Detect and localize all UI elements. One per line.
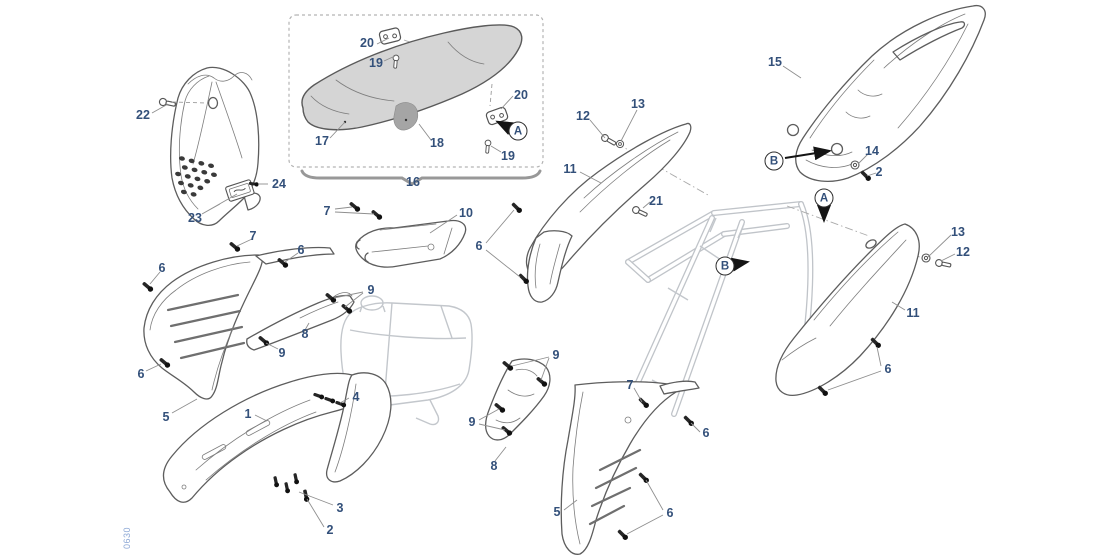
callout-5: 5 [553,505,561,519]
callout-24: 24 [272,177,286,191]
headlight-mask [170,66,261,226]
callout-3: 3 [336,501,344,515]
right-side-panel-11 [775,223,920,397]
callout-18: 18 [430,136,444,150]
callout-20: 20 [514,88,528,102]
callout-6: 6 [702,426,710,440]
callout-7: 7 [323,204,331,218]
leader-lines [145,37,956,535]
callout-8: 8 [490,459,498,473]
callout-6: 6 [666,506,674,520]
view-marker-A: A [508,121,528,141]
callout-6: 6 [475,239,483,253]
callout-7: 7 [249,229,257,243]
callout-14: 14 [865,144,879,158]
callout-2: 2 [875,165,883,179]
callout-9: 9 [552,348,560,362]
callout-6: 6 [884,362,892,376]
left-radiator-shroud-5 [143,246,335,400]
callout-11: 11 [906,306,920,320]
callout-9: 9 [468,415,476,429]
mask-grille [175,156,217,197]
callout-20: 20 [360,36,374,50]
view-marker-A: A [814,188,834,208]
callout-7: 7 [626,378,634,392]
callout-9: 9 [367,283,375,297]
callout-5: 5 [162,410,170,424]
callout-6: 6 [137,367,145,381]
callout-22: 22 [136,108,150,122]
callout-9: 9 [278,346,286,360]
left-side-panel-11 [525,122,692,303]
callout-6: 6 [158,261,166,275]
badge-23 [225,179,255,202]
callout-4: 4 [352,390,360,404]
rear-fender-15 [786,4,986,183]
seat-front-brace-10 [355,219,467,268]
front-fender-1 [162,372,392,503]
callout-11: 11 [563,162,577,176]
callout-19: 19 [501,149,515,163]
callout-16: 16 [406,175,420,189]
callout-12: 12 [576,109,590,123]
callout-19: 19 [369,56,383,70]
callout-1: 1 [244,407,252,421]
view-arrows [495,120,832,272]
callout-21: 21 [649,194,663,208]
callout-15: 15 [768,55,782,69]
callout-12: 12 [956,245,970,259]
drawing-number-watermark: 0630 [122,526,132,549]
callout-13: 13 [631,97,645,111]
callout-2: 2 [326,523,334,537]
fuel-tank-ghost [340,295,473,426]
view-marker-B: B [764,151,784,171]
callout-10: 10 [459,206,473,220]
callout-8: 8 [301,327,309,341]
callout-17: 17 [315,134,329,148]
seat-assembly [288,14,544,186]
callout-13: 13 [951,225,965,239]
right-radiator-shroud-5 [560,380,700,555]
callout-6: 6 [297,243,305,257]
callout-23: 23 [188,211,202,225]
view-marker-B: B [715,256,735,276]
